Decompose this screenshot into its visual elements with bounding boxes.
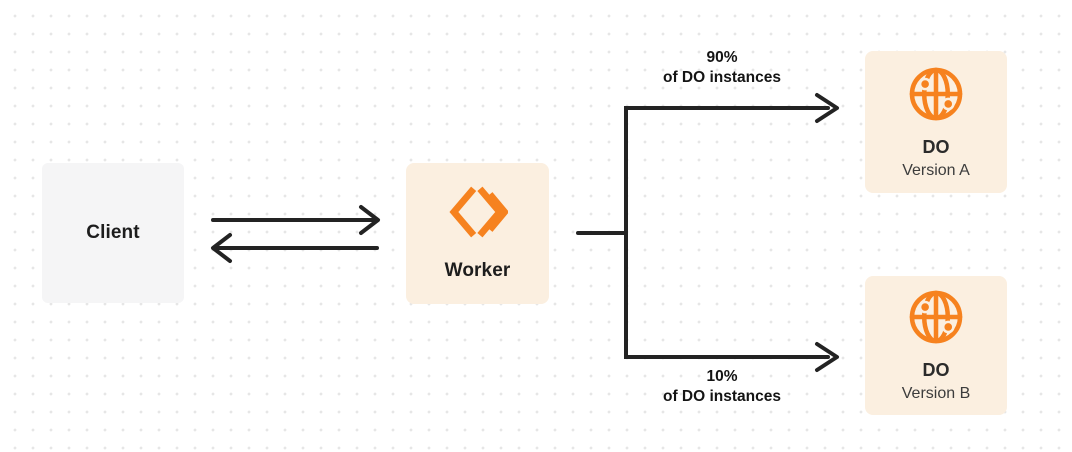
edge-label-version-b-caption: of DO instances [663, 388, 781, 405]
fork-to-version-b-arrowhead-icon [815, 342, 839, 372]
fork-branch-lines [624, 106, 830, 359]
edge-label-version-a-caption: of DO instances [663, 69, 781, 86]
do-version-a-title: DO [922, 136, 950, 157]
edge-label-version-b: 10% of DO instances [622, 367, 822, 407]
fork-to-version-a-arrowhead-icon [815, 93, 839, 123]
durable-object-globe-icon [907, 288, 965, 351]
workers-logo-icon [448, 185, 509, 244]
do-version-b-node: DO Version B [865, 276, 1007, 415]
durable-object-globe-icon [907, 65, 965, 128]
worker-label: Worker [444, 260, 511, 281]
client-to-worker-arrowhead-icon [359, 205, 380, 235]
worker-to-client-arrowhead-icon [211, 233, 232, 263]
do-version-a-subtitle: Version A [902, 161, 970, 179]
edge-label-version-b-percent: 10% [706, 368, 738, 385]
do-version-b-subtitle: Version B [901, 385, 971, 402]
client-node: Client [42, 163, 184, 303]
client-label: Client [86, 222, 140, 243]
do-version-b-title: DO [922, 360, 950, 380]
edge-label-version-a: 90% of DO instances [622, 48, 822, 88]
edge-label-version-a-percent: 90% [706, 49, 738, 66]
do-version-a-node: DO Version A [865, 51, 1007, 193]
worker-node: Worker [406, 163, 549, 304]
